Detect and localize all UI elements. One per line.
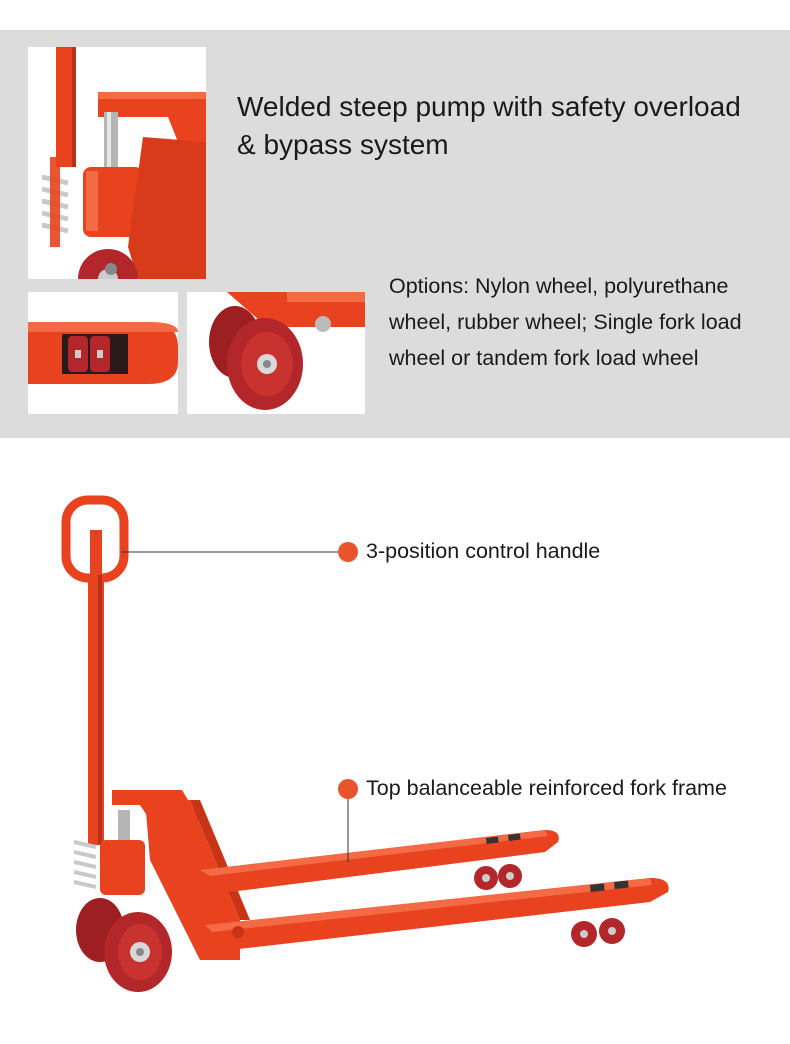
callout-label: 3-position control handle — [366, 539, 601, 563]
pump-feature-text: Welded steep pump with safety overload &… — [237, 91, 741, 160]
callout-dot — [338, 778, 358, 799]
wheel-options-text: Options: Nylon wheel, polyurethane wheel… — [389, 274, 742, 370]
callout-dot — [338, 541, 358, 562]
fork-load-wheel-photo — [28, 292, 178, 414]
callout-label: Top balanceable reinforced fork frame — [366, 776, 727, 800]
pallet-truck-illustration — [0, 480, 790, 1020]
callout-control-handle: 3-position control handle — [338, 539, 600, 564]
pump-detail-photo — [28, 47, 206, 279]
callout-fork-frame: Top balanceable reinforced fork frame — [338, 776, 727, 801]
steering-wheel-photo — [187, 292, 365, 414]
